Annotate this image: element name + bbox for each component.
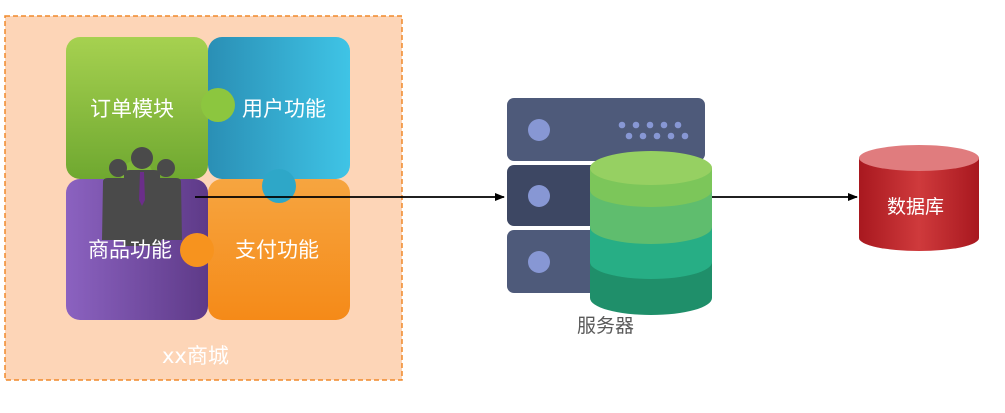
database-label: 数据库 bbox=[887, 196, 945, 218]
puzzle-tab-user-payment bbox=[262, 169, 296, 203]
puzzle-tab-payment-product bbox=[180, 233, 214, 267]
data-stack-icon bbox=[590, 151, 712, 315]
puzzle-piece-order bbox=[66, 37, 208, 179]
module-label-product: 商品功能 bbox=[88, 238, 172, 262]
module-label-payment: 支付功能 bbox=[235, 238, 319, 262]
module-label-order: 订单模块 bbox=[90, 97, 174, 121]
server-label: 服务器 bbox=[577, 315, 635, 337]
module-label-user: 用户功能 bbox=[242, 97, 326, 121]
puzzle-piece-user bbox=[208, 37, 350, 179]
puzzle-tab-order-user bbox=[201, 88, 235, 122]
people-icon bbox=[102, 147, 182, 246]
shop-label: xx商城 bbox=[162, 344, 229, 368]
database-icon bbox=[859, 145, 979, 251]
puzzle-piece-payment bbox=[208, 179, 350, 320]
